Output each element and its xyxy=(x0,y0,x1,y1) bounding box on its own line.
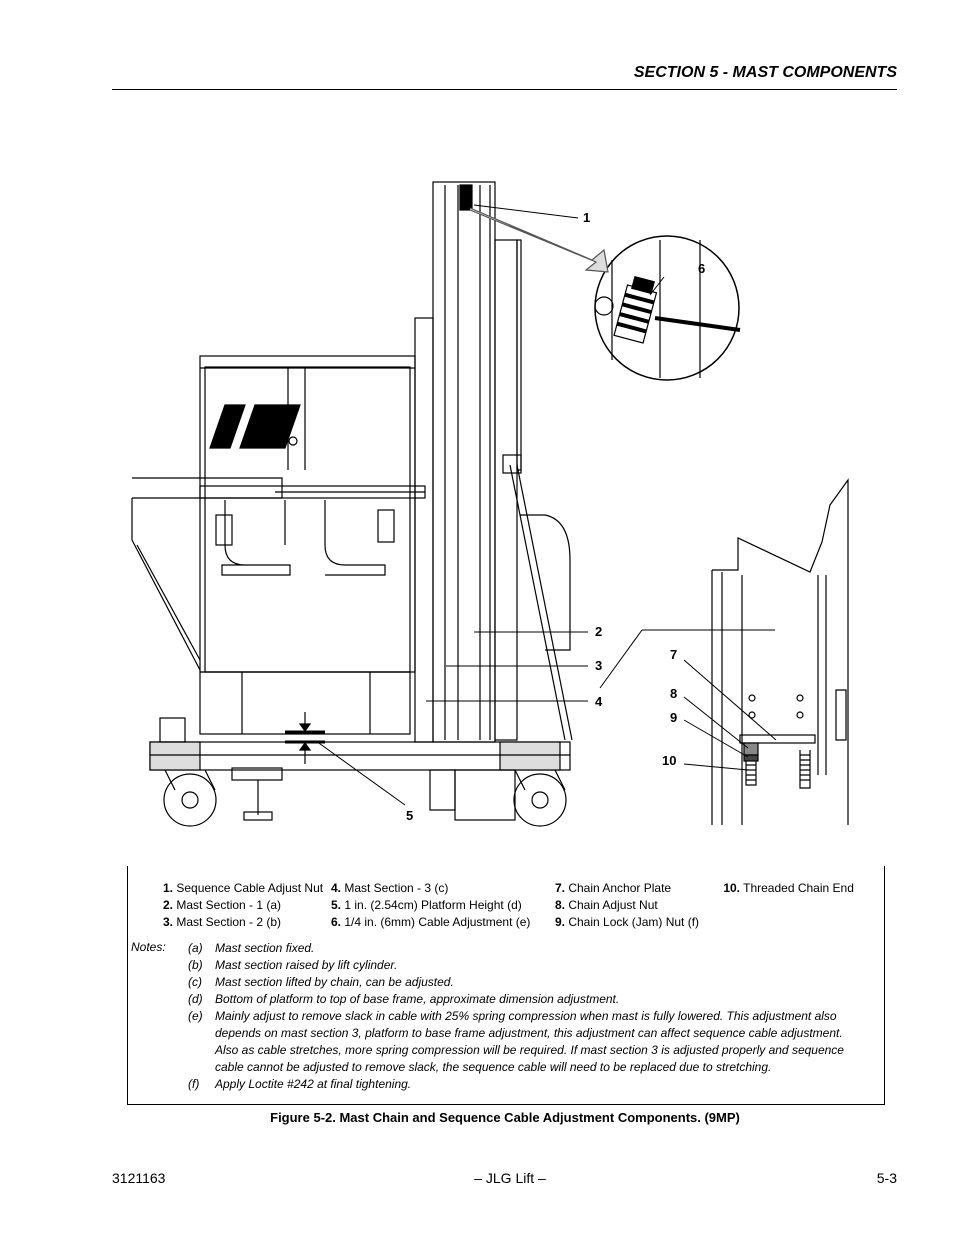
note-item: (a)Mast section fixed. xyxy=(188,941,315,955)
callout-3: 3 xyxy=(595,658,603,673)
legend-column-4: 10. Threaded Chain End xyxy=(720,880,854,897)
legend-column-2: 4. Mast Section - 3 (c) 5. 1 in. (2.54cm… xyxy=(327,880,530,931)
note-item: (c)Mast section lifted by chain, can be … xyxy=(188,975,454,989)
legend-item: 10. Threaded Chain End xyxy=(723,881,854,895)
footer-page-number: 5-3 xyxy=(876,1170,897,1186)
section-header-title: SECTION 5 - MAST COMPONENTS xyxy=(633,64,897,81)
legend-item: 6. 1/4 in. (6mm) Cable Adjustment (e) xyxy=(330,915,531,929)
legend-item: 1. Sequence Cable Adjust Nut xyxy=(162,881,324,895)
legend-item: 5. 1 in. (2.54cm) Platform Height (d) xyxy=(330,898,522,912)
legend-column-1: 1. Sequence Cable Adjust Nut 2. Mast Sec… xyxy=(158,880,323,931)
mast-illustration: 1 2 3 4 5 6 7 8 9 10 xyxy=(131,181,849,827)
callout-4: 4 xyxy=(595,694,603,709)
note-item: (b)Mast section raised by lift cylinder. xyxy=(188,958,398,972)
legend-item: 4. Mast Section - 3 (c) xyxy=(330,881,449,895)
callout-7: 7 xyxy=(670,647,678,662)
legend-item: 7. Chain Anchor Plate xyxy=(554,881,672,895)
header-rule xyxy=(112,89,897,90)
notes-list: (a)Mast section fixed. (b)Mast section r… xyxy=(188,940,868,1093)
callout-10: 10 xyxy=(662,753,677,768)
callout-6: 6 xyxy=(698,261,706,276)
callout-9: 9 xyxy=(670,710,678,725)
footer-doc-number: 3121163 xyxy=(112,1170,166,1186)
note-item: (e)Mainly adjust to remove slack in cabl… xyxy=(188,1009,844,1074)
callout-2: 2 xyxy=(595,624,603,639)
note-item: (d)Bottom of platform to top of base fra… xyxy=(188,992,620,1006)
callout-1: 1 xyxy=(583,210,591,225)
legend-item: 2. Mast Section - 1 (a) xyxy=(162,898,282,912)
notes-label: Notes: xyxy=(131,940,166,954)
footer-center-title: – JLG Lift – xyxy=(474,1170,546,1186)
callout-5: 5 xyxy=(406,808,414,823)
legend-item: 3. Mast Section - 2 (b) xyxy=(162,915,282,929)
legend-item: 8. Chain Adjust Nut xyxy=(554,898,658,912)
legend-column-3: 7. Chain Anchor Plate 8. Chain Adjust Nu… xyxy=(551,880,699,931)
callout-8: 8 xyxy=(670,686,678,701)
legend-box xyxy=(127,866,885,1105)
legend-item: 9. Chain Lock (Jam) Nut (f) xyxy=(554,915,700,929)
note-item: (f)Apply Loctite #242 at final tightenin… xyxy=(188,1077,412,1091)
figure-caption: Figure 5-2. Mast Chain and Sequence Cabl… xyxy=(270,1110,740,1125)
